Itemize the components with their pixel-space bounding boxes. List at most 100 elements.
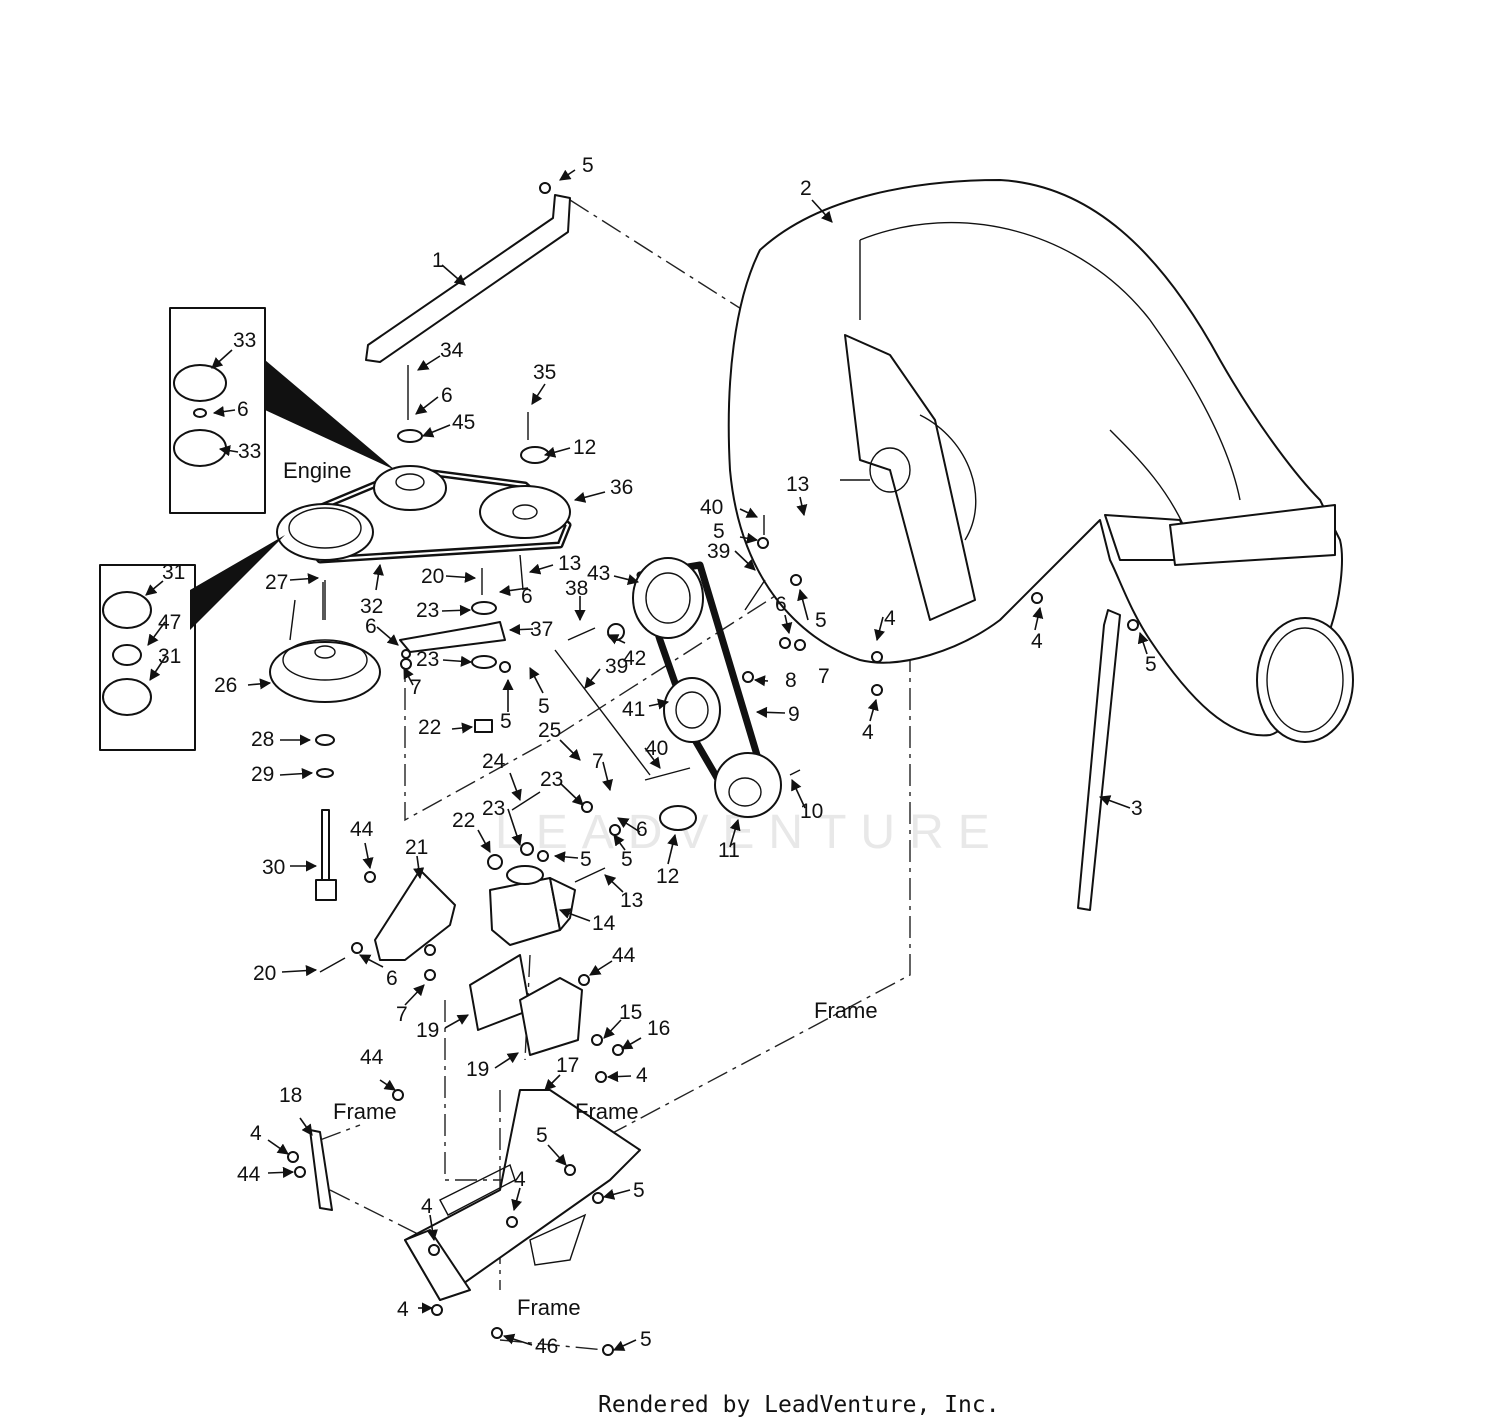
callout-4: 4 xyxy=(884,607,896,630)
callout-19: 19 xyxy=(416,1019,439,1042)
callout-4: 4 xyxy=(636,1064,648,1087)
callout-36: 36 xyxy=(610,476,633,499)
callout-42: 42 xyxy=(623,647,646,670)
bracket-18 xyxy=(309,1129,333,1211)
callout-13: 13 xyxy=(786,473,809,496)
callout-4: 4 xyxy=(421,1195,433,1218)
callout-7: 7 xyxy=(592,750,604,773)
label-frame: Frame xyxy=(814,998,878,1023)
callout-7: 7 xyxy=(396,1003,408,1026)
spacer xyxy=(474,719,493,733)
callout-20: 20 xyxy=(253,962,276,985)
spring-right xyxy=(744,579,766,611)
callout-4: 4 xyxy=(514,1168,526,1191)
callout-16: 16 xyxy=(647,1017,670,1040)
pulley-inset-bottom xyxy=(99,535,285,751)
callout-23: 23 xyxy=(482,797,505,820)
callout-5: 5 xyxy=(633,1179,645,1202)
callout-44: 44 xyxy=(237,1163,261,1186)
support-bar xyxy=(365,194,571,363)
callout-7: 7 xyxy=(818,665,830,688)
callout-24: 24 xyxy=(482,750,506,773)
callout-44: 44 xyxy=(350,818,374,841)
callout-44: 44 xyxy=(612,944,636,967)
auger-drive-group xyxy=(632,557,782,831)
callout-labels: 5 2 1 34 33 6 33 35 6 45 12 36 13 40 5 3… xyxy=(158,154,1157,1358)
callout-21: 21 xyxy=(405,836,428,859)
callout-40: 40 xyxy=(700,496,723,519)
callout-5: 5 xyxy=(713,520,725,543)
callout-23: 23 xyxy=(540,768,563,791)
callout-29: 29 xyxy=(251,763,274,786)
callout-34: 34 xyxy=(440,339,464,362)
brace xyxy=(1077,609,1121,911)
hardware xyxy=(287,182,1139,1356)
callout-5: 5 xyxy=(536,1124,548,1147)
bracket-19a xyxy=(469,954,531,1031)
callout-1: 1 xyxy=(432,249,444,272)
callout-35: 35 xyxy=(533,361,556,384)
callout-4: 4 xyxy=(1031,630,1043,653)
spring-left xyxy=(554,649,651,776)
pulley-inset-top xyxy=(169,307,395,514)
callout-31: 31 xyxy=(162,561,185,584)
idler-pulley xyxy=(471,655,497,669)
callout-4: 4 xyxy=(250,1122,262,1145)
callout-3: 3 xyxy=(1131,797,1143,820)
callout-43: 43 xyxy=(587,562,610,585)
callout-8: 8 xyxy=(785,669,797,692)
blower-housing xyxy=(727,179,1354,743)
callout-44: 44 xyxy=(360,1046,384,1069)
bolts xyxy=(319,365,801,973)
callout-5: 5 xyxy=(582,154,594,177)
callout-6: 6 xyxy=(636,818,648,841)
callout-23: 23 xyxy=(416,599,439,622)
label-frame: Frame xyxy=(333,1099,397,1124)
callout-40: 40 xyxy=(645,737,668,760)
callout-6: 6 xyxy=(521,585,533,608)
label-engine: Engine xyxy=(283,458,352,483)
callout-10: 10 xyxy=(800,800,823,823)
gearbox xyxy=(489,865,576,946)
callout-37: 37 xyxy=(530,618,553,641)
callout-12: 12 xyxy=(656,865,679,888)
callout-5: 5 xyxy=(621,848,633,871)
engine-pulley-group xyxy=(276,429,572,564)
callout-41: 41 xyxy=(622,698,645,721)
callout-17: 17 xyxy=(556,1054,579,1077)
callout-15: 15 xyxy=(619,1001,642,1024)
callout-19: 19 xyxy=(466,1058,489,1081)
render-credit: Rendered by LeadVenture, Inc. xyxy=(598,1392,1000,1418)
callout-13: 13 xyxy=(620,889,643,912)
mount-plate xyxy=(404,1089,641,1301)
callout-6: 6 xyxy=(365,615,377,638)
callout-22: 22 xyxy=(452,809,475,832)
callout-13: 13 xyxy=(558,552,581,575)
bracket-21 xyxy=(374,869,456,961)
callout-27: 27 xyxy=(265,571,288,594)
callout-2: 2 xyxy=(800,177,812,200)
callout-5: 5 xyxy=(640,1328,652,1351)
callout-5: 5 xyxy=(815,609,827,632)
callout-33: 33 xyxy=(233,329,256,352)
callout-38: 38 xyxy=(565,577,588,600)
callout-31: 31 xyxy=(158,645,181,668)
callout-46: 46 xyxy=(535,1335,558,1358)
callout-30: 30 xyxy=(262,856,285,879)
leaders xyxy=(145,169,1149,1351)
callout-11: 11 xyxy=(718,839,740,862)
callout-4: 4 xyxy=(397,1298,409,1321)
callout-12: 12 xyxy=(573,436,596,459)
callout-32: 32 xyxy=(360,595,383,618)
callout-5: 5 xyxy=(1145,653,1157,676)
label-frame: Frame xyxy=(575,1099,639,1124)
callout-4: 4 xyxy=(862,721,874,744)
callout-7: 7 xyxy=(410,676,422,699)
callout-6: 6 xyxy=(386,967,398,990)
callout-33: 33 xyxy=(238,440,261,463)
callout-39: 39 xyxy=(605,655,628,678)
callout-14: 14 xyxy=(592,912,616,935)
callout-26: 26 xyxy=(214,674,237,697)
callout-23: 23 xyxy=(416,648,439,671)
